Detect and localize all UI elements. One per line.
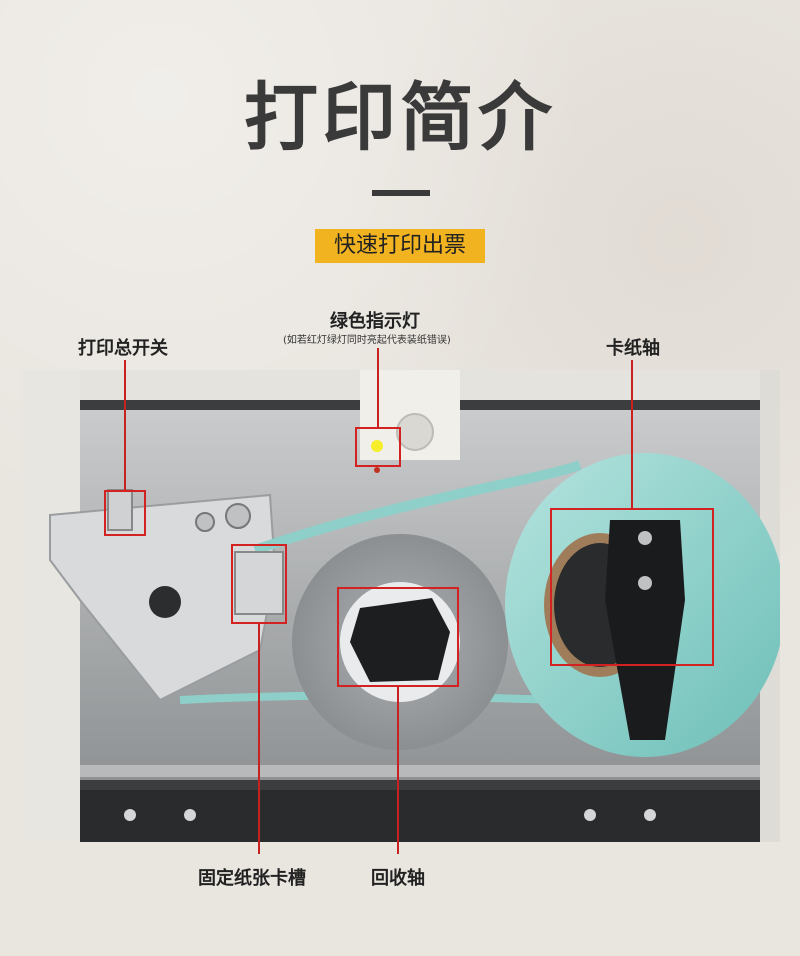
power-switch-highlight [104, 490, 146, 536]
paper-slot-label: 固定纸张卡槽 [198, 868, 306, 889]
subtitle-badge: 快速打印出票 [315, 229, 485, 263]
paper-slot-line [258, 624, 260, 854]
power-switch-line [124, 360, 126, 490]
page-title: 打印简介 [244, 75, 556, 161]
paper-axis-line [631, 360, 633, 508]
green-light-highlight [355, 427, 401, 467]
paper-axis-label: 卡纸轴 [606, 338, 660, 359]
green-light-line [377, 348, 379, 428]
paper-axis-highlight [550, 508, 714, 666]
rewind-axis-line [397, 687, 399, 854]
title-underline [372, 190, 430, 196]
rewind-axis-highlight [337, 587, 459, 687]
rewind-axis-label: 回收轴 [371, 868, 425, 889]
paper-slot-highlight [231, 544, 287, 624]
green-light-label: 绿色指示灯 [330, 311, 420, 332]
power-switch-label: 打印总开关 [78, 338, 168, 359]
green-light-note: (如若红灯绿灯同时亮起代表装纸错误) [283, 335, 451, 346]
